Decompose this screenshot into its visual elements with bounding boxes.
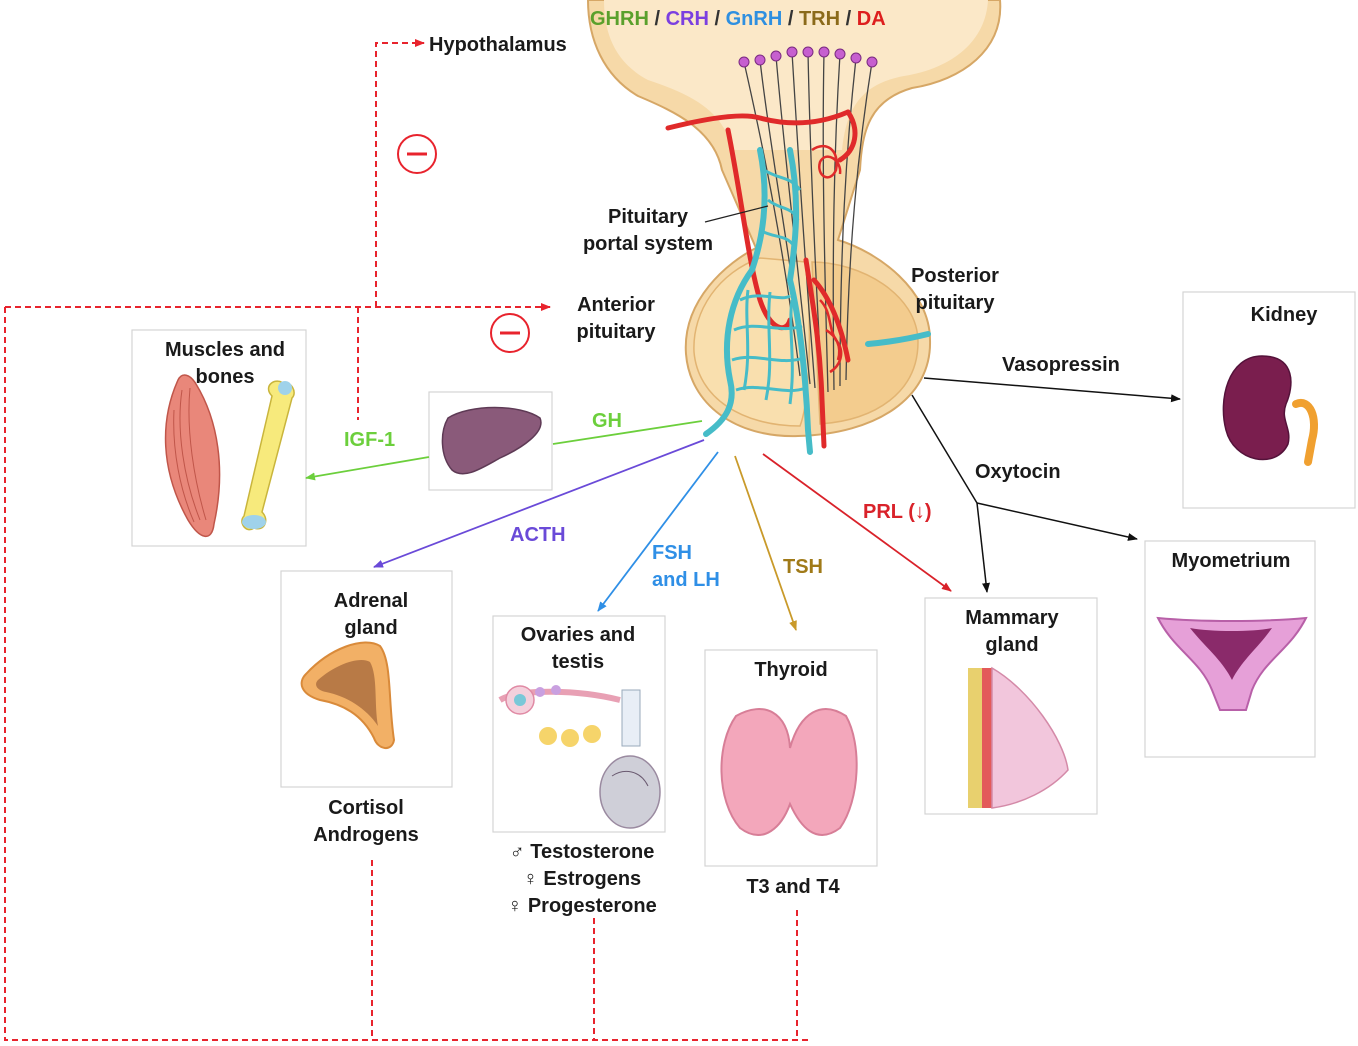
myometrium-label: Myometrium [1171, 550, 1291, 572]
uterus-illustration [1156, 616, 1308, 711]
vasopressin-arrow [923, 377, 1181, 403]
oxytocin-to-myometrium [976, 502, 1138, 541]
ovaries-testis-label: Ovaries and testis [520, 624, 636, 673]
thyroid-outputs: T3 and T4 [746, 876, 840, 898]
prl-arrow [762, 453, 952, 592]
oxytocin-to-mammary [976, 502, 990, 593]
igf1-label: IGF-1 [344, 429, 396, 451]
anterior-lobe [693, 257, 811, 427]
kidney-label: Kidney [1250, 304, 1318, 326]
hormone-crh: CRH [665, 8, 709, 30]
oxytocin-label: Oxytocin [975, 461, 1061, 483]
hormone-ghrh: GHRH [590, 8, 649, 30]
arterial-capillaries [811, 144, 843, 374]
hypothalamus-pituitary-illustration [586, 0, 1002, 455]
muscles-bones-label: Muscles and bones [164, 339, 286, 388]
negative-feedback-loop [4, 39, 808, 1041]
prl-label: PRL (↓) [863, 501, 932, 523]
kidney-illustration [1222, 355, 1318, 466]
oxytocin-stem [911, 394, 978, 504]
anterior-pituitary-label: Anterior pituitary [576, 294, 656, 343]
adrenal-gland-label: Adrenal gland [333, 590, 409, 639]
acth-arrow [373, 439, 705, 568]
hormone-da: DA [856, 8, 886, 30]
portal-pointer-line [704, 205, 769, 223]
hypothalamus-inner [604, 0, 988, 150]
thyroid-label: Thyroid [754, 659, 828, 681]
adrenal-illustration [300, 641, 396, 749]
fsh-lh-label: FSH and LH [652, 542, 720, 591]
mammary-illustration [968, 666, 1069, 809]
inhibition-symbols [397, 134, 530, 353]
hormone-trh: TRH [798, 8, 841, 30]
tsh-arrow [734, 455, 797, 631]
muscle-bone-illustration [164, 374, 295, 537]
fsh-arrow [597, 451, 719, 612]
tsh-label: TSH [783, 556, 823, 578]
adrenal-outputs: Cortisol Androgens [313, 797, 419, 846]
releasing-hormones-header: GHRH / CRH / GnRH / TRH / DA [590, 8, 886, 30]
gonad-outputs: ♂ Testosterone ♀ Estrogens ♀ Progesteron… [507, 841, 657, 917]
vasopressin-label: Vasopressin [1002, 354, 1120, 376]
hormone-gnrh: GnRH [725, 8, 783, 30]
igf1-arrow [305, 456, 430, 481]
portal-capillary-network [731, 168, 807, 405]
portal-system-label: Pituitary portal system [582, 206, 714, 255]
mammary-gland-label: Mammary gland [965, 607, 1059, 656]
posterior-pituitary-label: Posterior pituitary [911, 265, 999, 314]
hypothalamus-label: Hypothalamus [429, 34, 567, 56]
thyroid-illustration [720, 708, 858, 836]
neuron-bodies [738, 46, 878, 68]
acth-label: ACTH [510, 524, 566, 546]
bone-shape [241, 380, 295, 531]
gh-label: GH [592, 410, 622, 432]
ovary-testis-illustration [498, 685, 661, 829]
gh-arrow [552, 420, 703, 445]
liver-illustration [441, 406, 542, 475]
posterior-lobe [811, 261, 919, 425]
